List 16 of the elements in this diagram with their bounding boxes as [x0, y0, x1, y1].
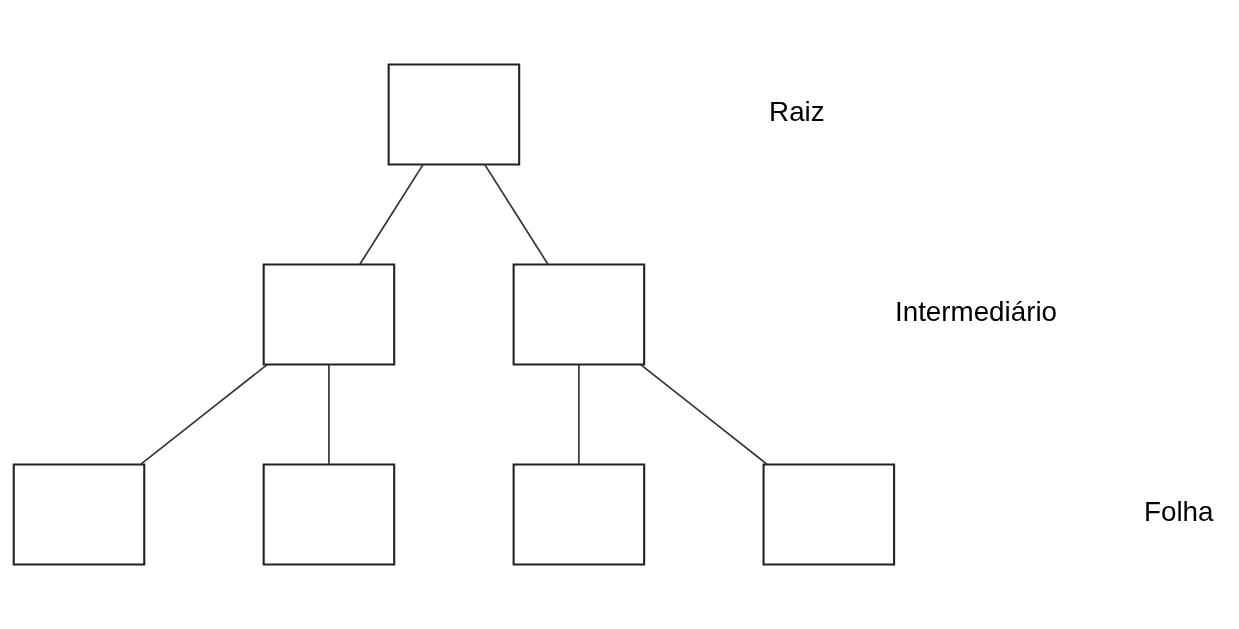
node-box: [262, 263, 396, 366]
connector: [359, 163, 424, 266]
node-box: [512, 263, 646, 366]
connector: [328, 363, 330, 466]
node-box: [762, 463, 896, 566]
label: Raiz: [769, 96, 825, 128]
connector: [140, 363, 268, 466]
node-box: [387, 63, 521, 166]
connector: [578, 363, 580, 466]
label: Folha: [1144, 496, 1214, 528]
connector: [639, 363, 768, 466]
label: Intermediário: [895, 296, 1058, 328]
connector: [483, 163, 549, 266]
node-box: [512, 463, 646, 566]
node-box: [262, 463, 396, 566]
node-box: [12, 463, 146, 566]
